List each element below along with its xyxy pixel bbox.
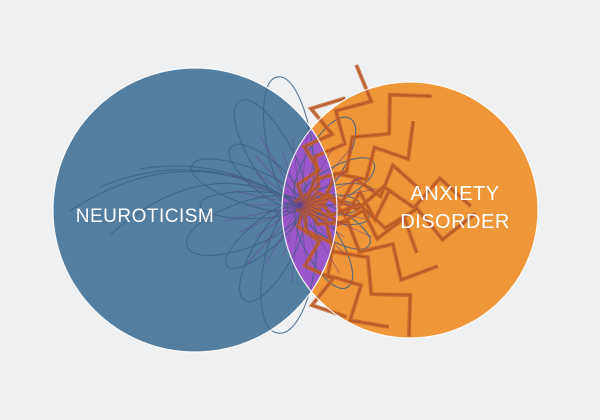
radial-ray (299, 204, 366, 220)
radial-ray (299, 126, 309, 206)
radial-ray (260, 136, 301, 206)
radial-ray (291, 204, 301, 284)
radial-ray (222, 204, 301, 222)
radial-ray (299, 146, 334, 206)
neuroticism-outline (52, 67, 338, 353)
swirl-curve (139, 165, 301, 206)
swirl-loop (239, 203, 306, 302)
spike-bolt-core (302, 199, 439, 281)
anxiety-label-line1: ANXIETY (410, 183, 499, 205)
radial-ray (292, 138, 301, 206)
swirl-curve (69, 170, 301, 212)
swirl-loop (186, 195, 301, 256)
anxiety-disorder-circle (282, 82, 538, 338)
radial-ray (282, 204, 301, 258)
spike-bolt-core (300, 198, 476, 241)
radial-ray (299, 152, 318, 206)
radial-ray (238, 204, 301, 233)
spike-bolt-core (300, 177, 472, 212)
radial-ray (299, 188, 378, 206)
radial-ray (299, 177, 362, 206)
radial-ray (282, 152, 301, 206)
spike-bolt-core (294, 64, 373, 203)
radial-ray (299, 204, 308, 272)
swirl-loop (191, 158, 301, 213)
radial-ray (234, 190, 301, 206)
anxiety-outline (281, 81, 539, 339)
radial-ray (299, 146, 354, 206)
radial-ray (299, 172, 345, 206)
radial-ray (299, 204, 318, 258)
radial-ray (227, 172, 301, 206)
radial-ray (254, 154, 301, 206)
radial-ray (299, 204, 340, 274)
radial-ray (255, 204, 301, 238)
neuroticism-label: NEUROTICISM (76, 206, 215, 227)
spike-bolt-core (295, 208, 411, 337)
anxiety-label-line2: DISORDER (400, 211, 510, 233)
radial-ray (255, 172, 301, 206)
radial-ray (246, 204, 301, 264)
radial-ray (299, 204, 345, 238)
radial-ray (266, 204, 301, 264)
swirl-curve (109, 182, 301, 236)
swirl-loop (228, 143, 303, 209)
jagged-spikes-motif (222, 64, 477, 337)
radial-ray (299, 204, 346, 256)
swirl-loop (225, 202, 303, 269)
